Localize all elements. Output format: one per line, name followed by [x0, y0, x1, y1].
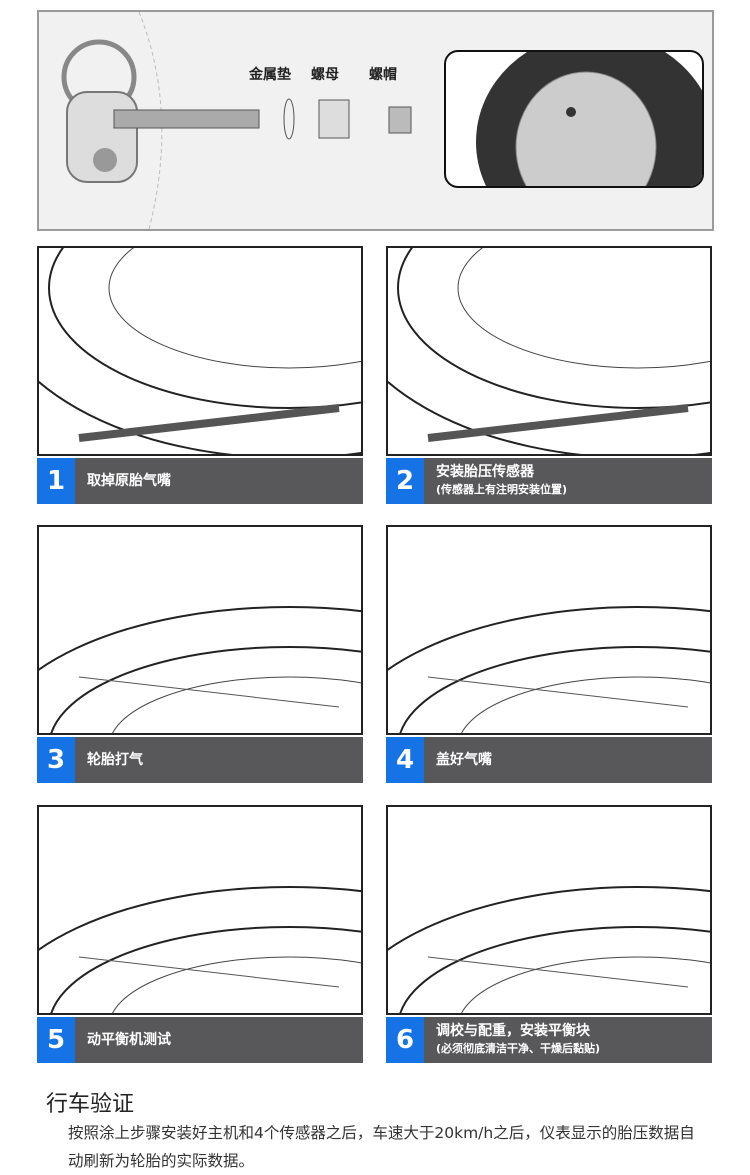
step-label: 调校与配重，安装平衡块 — [436, 1023, 590, 1039]
step-panel-3: 3 轮胎打气 — [37, 525, 363, 783]
step-illustration — [37, 246, 363, 456]
step-caption: 6 调校与配重，安装平衡块 (必须彻底清洁干净、干燥后黏贴) — [386, 1017, 712, 1063]
step-panel-4: 4 盖好气嘴 — [386, 525, 712, 783]
step-illustration — [37, 525, 363, 735]
step-illustration — [386, 525, 712, 735]
washer-label: 金属垫 — [249, 67, 291, 83]
step-caption: 1 取掉原胎气嘴 — [37, 458, 363, 504]
verify-text: 按照涂上步骤安装好主机和4个传感器之后，车速大于20km/h之后，仪表显示的胎压… — [68, 1124, 695, 1170]
verify-title: 行车验证 — [46, 1092, 135, 1117]
step-label: 取掉原胎气嘴 — [87, 473, 171, 489]
step-number: 6 — [386, 1017, 424, 1063]
nut-label: 螺母 — [311, 67, 339, 83]
step-panel-2: 2 安装胎压传感器 (传感器上有注明安装位置) — [386, 246, 712, 504]
step-caption: 4 盖好气嘴 — [386, 737, 712, 783]
step-number: 5 — [37, 1017, 75, 1063]
step-label: 安装胎压传感器 — [436, 464, 534, 480]
wheel-inset-image — [444, 50, 704, 188]
step-number: 1 — [37, 458, 75, 504]
step-caption: 3 轮胎打气 — [37, 737, 363, 783]
step-caption: 2 安装胎压传感器 (传感器上有注明安装位置) — [386, 458, 712, 504]
step-number: 2 — [386, 458, 424, 504]
step-illustration — [386, 805, 712, 1015]
step-label: 盖好气嘴 — [436, 752, 492, 768]
step-illustration — [386, 246, 712, 456]
step-panel-6: 6 调校与配重，安装平衡块 (必须彻底清洁干净、干燥后黏贴) — [386, 805, 712, 1063]
step-note: (必须彻底清洁干净、干燥后黏贴) — [436, 1042, 601, 1055]
cap-label: 螺帽 — [369, 67, 397, 83]
step-caption: 5 动平衡机测试 — [37, 1017, 363, 1063]
step-number: 4 — [386, 737, 424, 783]
step-label: 轮胎打气 — [87, 752, 143, 768]
sensor-illustration — [61, 12, 412, 229]
sensor-parts-diagram: 金属垫 螺母 螺帽 — [37, 10, 714, 231]
step-panel-1: 1 取掉原胎气嘴 — [37, 246, 363, 504]
step-number: 3 — [37, 737, 75, 783]
step-label: 动平衡机测试 — [87, 1032, 171, 1048]
step-panel-5: 5 动平衡机测试 — [37, 805, 363, 1063]
step-illustration — [37, 805, 363, 1015]
step-note: (传感器上有注明安装位置) — [436, 483, 568, 496]
